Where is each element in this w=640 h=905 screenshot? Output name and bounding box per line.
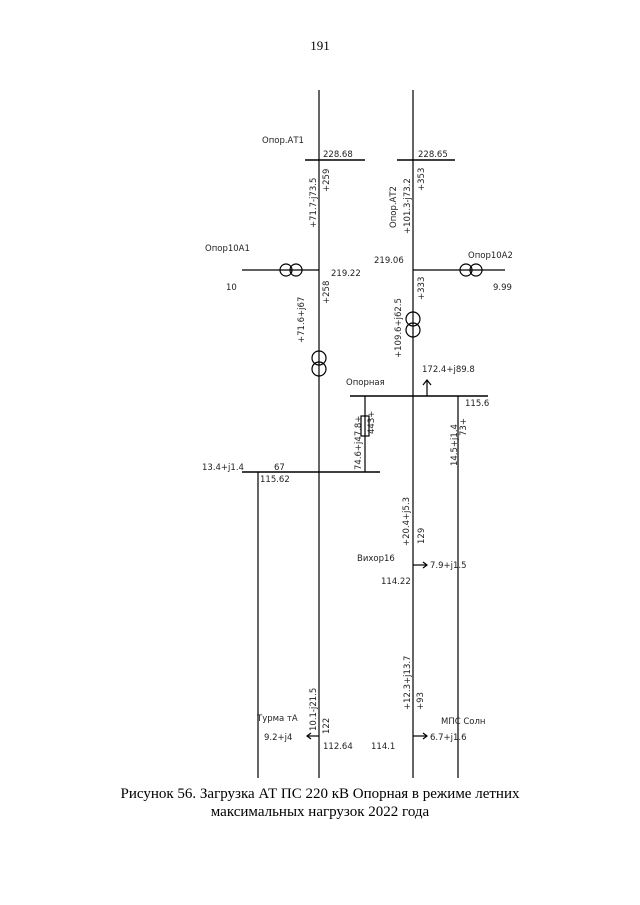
turma-line-flow: 10.1-j21.5 — [309, 688, 319, 731]
caption-line-2: максимальных нагрузок 2022 года — [210, 804, 430, 820]
mps-line-flow: +12.3+j13.7 — [403, 656, 413, 710]
cross-link-box — [360, 415, 370, 437]
vihorl6-voltage: 114.22 — [381, 577, 411, 587]
opor-at1-voltage: 228.68 — [323, 150, 353, 160]
opor10a2-name: Опор10А2 — [468, 251, 513, 261]
at1-lower-current: +258 — [322, 281, 332, 304]
mps-name: МПС Солн — [441, 717, 486, 727]
mps-load-arrow — [422, 732, 428, 740]
turma-voltage: 112.64 — [323, 742, 353, 752]
bottom-mid-voltage: 114.1 — [371, 742, 395, 752]
at2-10kv-transformer-b — [469, 263, 483, 277]
opor-at1-name: Опор.АТ1 — [262, 136, 304, 146]
cross-link-current: 443+ — [367, 411, 377, 434]
opor-at2-voltage: 228.65 — [418, 150, 448, 160]
at2-transformer-upper — [405, 311, 421, 327]
vihorl6-load: 7.9+j1.5 — [430, 561, 467, 571]
opornaya-load: 172.4+j89.8 — [422, 365, 475, 375]
page-number: 191 — [310, 38, 330, 53]
opor-at2-name: Опор.АТ2 — [389, 186, 399, 228]
left-inflow: 13.4+j1.4 — [202, 463, 244, 473]
at2-transformer-lower — [405, 322, 421, 338]
right-line-flow: 14.5+j1.4 — [450, 424, 460, 466]
mid-line-flow: +20.4+j5.3 — [402, 497, 412, 546]
opor10a1-name: Опор10А1 — [205, 244, 250, 254]
at2-lower-current: +333 — [417, 277, 427, 300]
opornaya-voltage: 115.6 — [465, 399, 489, 409]
at2-upper-flow: +101.3-j73.2 — [403, 178, 413, 234]
at1-transformer-lower — [311, 361, 327, 377]
left-bus-voltage: 115.62 — [260, 475, 290, 485]
at1-lower-flow: +71.6+j67 — [297, 297, 307, 343]
turma-name: Турма тА — [256, 714, 298, 724]
mps-load: 6.7+j1.6 — [430, 733, 467, 743]
vihorl6-load-arrow — [422, 561, 428, 569]
turma-load: 9.2+j4 — [264, 733, 292, 743]
vihorl6-name: Вихор16 — [357, 554, 395, 564]
turma-load-arrow — [306, 732, 312, 740]
at2-lower-flow: +109.6+j62.5 — [394, 298, 404, 358]
at1-upper-current: +259 — [322, 169, 332, 192]
at1-10kv-transformer-a — [279, 263, 293, 277]
left-bus-current: 67 — [274, 463, 285, 473]
at2-upper-current: +353 — [417, 168, 427, 191]
at1-10kv-transformer-b — [289, 263, 303, 277]
at2-10kv-transformer-a — [459, 263, 473, 277]
cross-link-flow: 74.6+j47.8+ — [354, 416, 364, 470]
opor10a1-voltage: 10 — [226, 283, 237, 293]
opornaya-load-arrow-head — [422, 379, 432, 386]
at1-upper-flow: +71.7-j73.5 — [309, 178, 319, 228]
mid-line-current: 129 — [417, 528, 427, 544]
opor10a2-voltage: 9.99 — [493, 283, 512, 293]
neutral-right-voltage: 219.06 — [374, 256, 404, 266]
opornaya-name: Опорная — [346, 378, 385, 388]
at1-transformer-upper — [311, 350, 327, 366]
right-line-current: 73+ — [459, 418, 469, 436]
caption-line-1: Рисунок 56. Загрузка АТ ПС 220 кВ Опорна… — [120, 786, 520, 802]
turma-line-current: 122 — [322, 718, 332, 734]
mps-line-current: +93 — [416, 692, 426, 710]
neutral-left-voltage: 219.22 — [331, 269, 361, 279]
figure-caption: Рисунок 56. Загрузка АТ ПС 220 кВ Опорна… — [0, 785, 640, 821]
